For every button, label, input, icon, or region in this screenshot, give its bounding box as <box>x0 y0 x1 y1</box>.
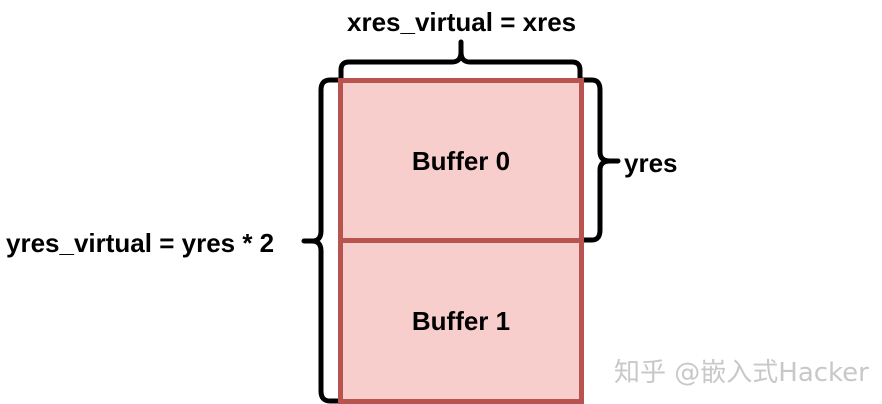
buffer-1-label: Buffer 1 <box>411 305 511 336</box>
left-brace-icon <box>301 77 341 404</box>
buffer-0: Buffer 0 <box>338 78 584 245</box>
right-brace-icon <box>580 77 621 243</box>
left-label: yres_virtual = yres * 2 <box>6 228 275 258</box>
top-brace-icon <box>338 39 583 82</box>
right-label: yres <box>624 148 678 178</box>
buffer-1: Buffer 1 <box>338 238 584 404</box>
buffer-0-label: Buffer 0 <box>411 146 511 176</box>
watermark: 知乎 @嵌入式Hacker <box>614 358 869 388</box>
top-label: xres_virtual = xres <box>347 7 577 37</box>
